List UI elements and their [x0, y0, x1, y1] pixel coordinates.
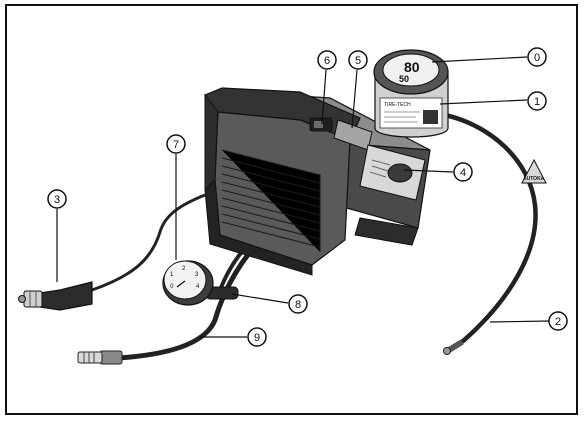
canister-number-50: 50: [399, 74, 409, 84]
callout-5: 5: [348, 50, 368, 70]
canister-label-text: TIRE-TECH: [384, 102, 411, 108]
leader-4: [403, 169, 454, 173]
callout-6: 6: [317, 50, 337, 70]
canister-number-80: 80: [404, 59, 420, 75]
gauge-tick-2: 2: [182, 266, 186, 272]
callout-0-label: 0: [534, 52, 540, 64]
gauge-tick-0: 0: [170, 284, 174, 290]
callout-8: 8: [288, 294, 308, 314]
cooling-fins: [221, 149, 321, 252]
watermark-text: AUTOKA: [523, 176, 545, 182]
leader-6: [321, 69, 327, 125]
inflation-hose-short: [117, 233, 267, 361]
leader-2: [489, 320, 550, 323]
callout-5-label: 5: [355, 55, 361, 67]
gauge-tick-4: 4: [196, 284, 200, 290]
hose-tip-end: [443, 347, 451, 355]
leader-1: [439, 99, 528, 105]
watermark-logo: AUTOKA: [521, 158, 547, 184]
callout-4: 4: [453, 162, 473, 182]
gauge-needle: [176, 280, 186, 288]
leader-5: [351, 69, 358, 129]
callout-3: 3: [47, 189, 67, 209]
callout-9: 9: [247, 327, 267, 347]
power-cable: [91, 193, 206, 292]
callout-9-label: 9: [254, 332, 260, 344]
figure-frame: [5, 4, 578, 415]
callout-2: 2: [548, 311, 568, 331]
leader-0: [431, 56, 528, 63]
callout-7-label: 7: [173, 139, 179, 151]
gauge-tick-3: 3: [195, 272, 199, 278]
gauge-tick-1: 1: [170, 272, 174, 278]
callout-3-label: 3: [54, 194, 60, 206]
callout-4-label: 4: [460, 167, 466, 179]
callout-0: 0: [527, 47, 547, 67]
leader-8: [231, 293, 289, 304]
sealant-canister: 80 50 TIRE-TECH: [373, 49, 449, 138]
callout-1-label: 1: [534, 96, 540, 108]
inflation-hose-long: [444, 112, 538, 344]
callout-8-label: 8: [295, 299, 301, 311]
hose-tip-valve: [447, 339, 464, 353]
callout-6-label: 6: [324, 55, 330, 67]
compressor-unit: [204, 87, 431, 276]
callout-1: 1: [527, 91, 547, 111]
power-plug: [18, 281, 93, 311]
pressure-gauge: 0 1 2 3 4: [162, 260, 214, 306]
hose-fitting: [99, 350, 123, 365]
callout-2-label: 2: [555, 316, 561, 328]
hose-fitting-tip: [77, 351, 103, 364]
callout-7: 7: [166, 134, 186, 154]
